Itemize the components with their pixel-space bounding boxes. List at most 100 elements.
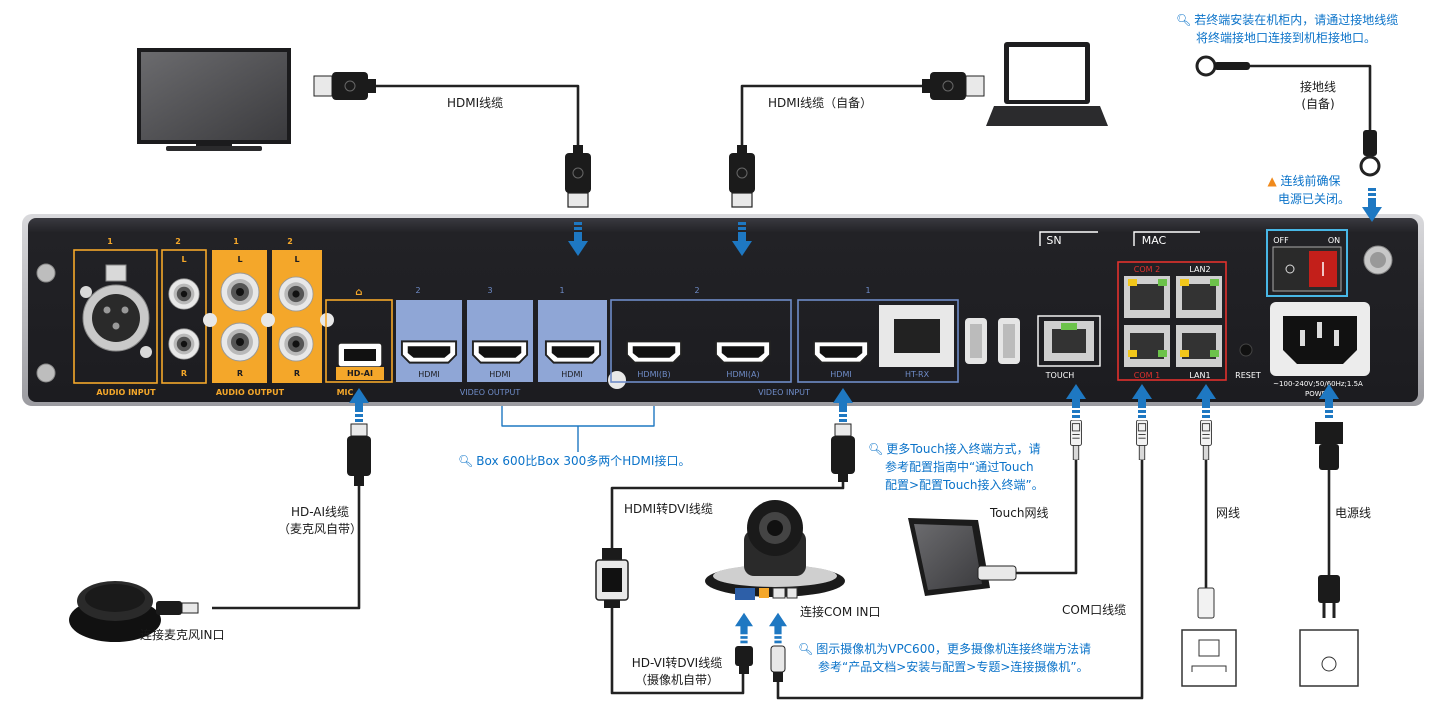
mic-in-label: 连接麦克风IN口	[140, 628, 225, 642]
search-icon: 🔍︎	[868, 442, 884, 456]
touch-note: 🔍︎更多Touch接入终端方式，请 参考配置指南中“通过Touch 配置>配置T…	[868, 440, 1044, 494]
hdmi-plug-down-2	[729, 145, 755, 208]
vo3-num: 3	[487, 286, 492, 295]
audio-output-label: AUDIO OUTPUT	[216, 388, 285, 397]
camera-note-2: 参考“产品文档>安装与配置>专题>连接摄像机”。	[818, 660, 1089, 674]
hdvi-plug	[735, 645, 786, 682]
hdai-plug	[347, 423, 371, 486]
ground-note: 🔍︎若终端安装在机柜内，请通过接地线缆 将终端接地口连接到机柜接地口。	[1176, 11, 1398, 47]
cables	[212, 64, 1372, 700]
svg-text:⌂: ⌂	[355, 287, 362, 298]
hdmi-plug-laptop-end	[922, 72, 985, 100]
dvi-plug	[595, 548, 629, 608]
right-labels: SN MAC TOUCH COM 2 COM 1 LAN2 LAN1 RESET…	[1045, 234, 1363, 398]
ground-wire-icon	[1195, 55, 1381, 177]
camera-icon	[705, 500, 845, 600]
com2-label: COM 2	[1134, 265, 1160, 274]
touch-cable-label: Touch网线	[990, 506, 1049, 520]
vo3-hdmi: HDMI	[489, 370, 510, 379]
power-spec-label: ~100-240V;50/60Hz;1.5A	[1273, 380, 1363, 388]
device-labels: 1 2 1 2 L R L R L R AUDIO INPUT AUDIO OU…	[96, 237, 373, 397]
on-label: ON	[1328, 236, 1340, 245]
ground-label-2: (自备)	[1301, 97, 1335, 111]
audio-out2-num: 2	[287, 237, 293, 246]
vo1-num: 1	[559, 286, 564, 295]
com-in-label: 连接COM IN口	[800, 605, 881, 619]
hdvi-label-1: HD-VI转DVI线缆	[631, 656, 723, 670]
hdai-label-2: （麦克风自带）	[277, 522, 362, 536]
in-l: L	[181, 255, 186, 264]
hdmi-a-label: HDMI(A)	[726, 370, 759, 379]
rj45-plug	[1136, 420, 1148, 460]
out2-r: R	[294, 369, 300, 378]
reset-label: RESET	[1235, 371, 1261, 380]
laptop-icon	[986, 42, 1108, 126]
ground-note-1: 若终端安装在机柜内，请通过接地线缆	[1194, 13, 1399, 27]
hdmi-dvi-label: HDMI转DVI线缆	[624, 502, 713, 516]
com1-label: COM 1	[1134, 371, 1160, 380]
rj45-plug	[1070, 420, 1082, 460]
mac-label: MAC	[1142, 234, 1167, 247]
power-wall-socket	[1299, 575, 1359, 687]
touch-note-3: 配置>配置Touch接入终端”。	[885, 478, 1044, 492]
power-plug	[1315, 422, 1343, 470]
microphone-icon	[69, 581, 199, 642]
power-warning: ▲ 连线前确保 电源已关闭。	[1258, 172, 1350, 208]
touch-panel-icon	[908, 518, 1017, 596]
hdai-cable-label: HD-AI线缆 （麦克风自带）	[270, 504, 370, 538]
camera-note-1: 图示摄像机为VPC600，更多摄像机连接终端方法请	[816, 642, 1091, 656]
video-labels: 2 3 1 2 1 HDMI HDMI HDMI HDMI(B) HDMI(A)…	[415, 286, 929, 397]
ground-note-2: 将终端接地口连接到机柜接地口。	[1196, 31, 1377, 45]
vo2-hdmi: HDMI	[418, 370, 439, 379]
out1-l: L	[237, 255, 242, 264]
ground-label-1: 接地线	[1299, 80, 1336, 94]
out1-r: R	[237, 369, 243, 378]
ht-rx-label: HT-RX	[905, 370, 930, 379]
terminal-rear-panel	[22, 214, 1424, 406]
hdmi-b-label: HDMI(B)	[637, 370, 670, 379]
vi2-num: 2	[694, 286, 699, 295]
vo1-hdmi: HDMI	[561, 370, 582, 379]
hdmi-cable-own-label: HDMI线缆（自备）	[768, 96, 873, 110]
hdvi-dvi-label: HD-VI转DVI线缆 （摄像机自带）	[617, 655, 737, 689]
video-input-label: VIDEO INPUT	[758, 388, 810, 397]
box-compare-text: Box 600比Box 300多两个HDMI接口。	[476, 454, 691, 468]
com-cable-label: COM口线缆	[1062, 603, 1127, 617]
hdai-label: HD-AI	[347, 369, 373, 378]
in-r: R	[181, 369, 187, 378]
audio-out1-num: 1	[233, 237, 239, 246]
box-compare-note: 🔍︎Box 600比Box 300多两个HDMI接口。	[458, 452, 690, 470]
arrow-up-icon	[735, 612, 753, 644]
video-output-label: VIDEO OUTPUT	[460, 388, 521, 397]
sn-label: SN	[1046, 234, 1061, 247]
lan-wall-socket	[1181, 587, 1237, 687]
rj45-plug	[1200, 420, 1212, 460]
vi1-num: 1	[865, 286, 870, 295]
touch-note-1: 更多Touch接入终端方式，请	[886, 442, 1041, 456]
warning-icon: ▲	[1267, 174, 1277, 188]
power-label: POWER	[1305, 390, 1331, 398]
hdmi-plug-down-1	[565, 145, 591, 208]
audio-input-label: AUDIO INPUT	[96, 388, 156, 397]
arrow-up-icon	[769, 612, 787, 644]
lan2-label: LAN2	[1189, 265, 1210, 274]
hdmi-cable-label: HDMI线缆	[447, 96, 504, 110]
hdvi-label-2: （摄像机自带）	[634, 673, 719, 687]
mic-label: MIC	[337, 388, 354, 397]
monitor-icon	[137, 48, 291, 151]
audio-in-num: 1	[107, 237, 113, 246]
hdmi-plug-monitor-end	[313, 72, 376, 100]
vo2-num: 2	[415, 286, 420, 295]
search-icon: 🔍︎	[798, 642, 814, 656]
search-icon: 🔍︎	[458, 454, 474, 468]
vi1-hdmi: HDMI	[830, 370, 851, 379]
off-label: OFF	[1273, 236, 1289, 245]
hdmi-plug-vi	[831, 423, 855, 482]
out2-l: L	[294, 255, 299, 264]
search-icon: 🔍︎	[1176, 13, 1192, 27]
net-cable-label: 网线	[1216, 506, 1241, 520]
ground-wire-label: 接地线 (自备)	[1288, 79, 1348, 113]
camera-note: 🔍︎图示摄像机为VPC600，更多摄像机连接终端方法请 参考“产品文档>安装与配…	[798, 640, 1091, 676]
hdai-label-1: HD-AI线缆	[290, 505, 350, 519]
